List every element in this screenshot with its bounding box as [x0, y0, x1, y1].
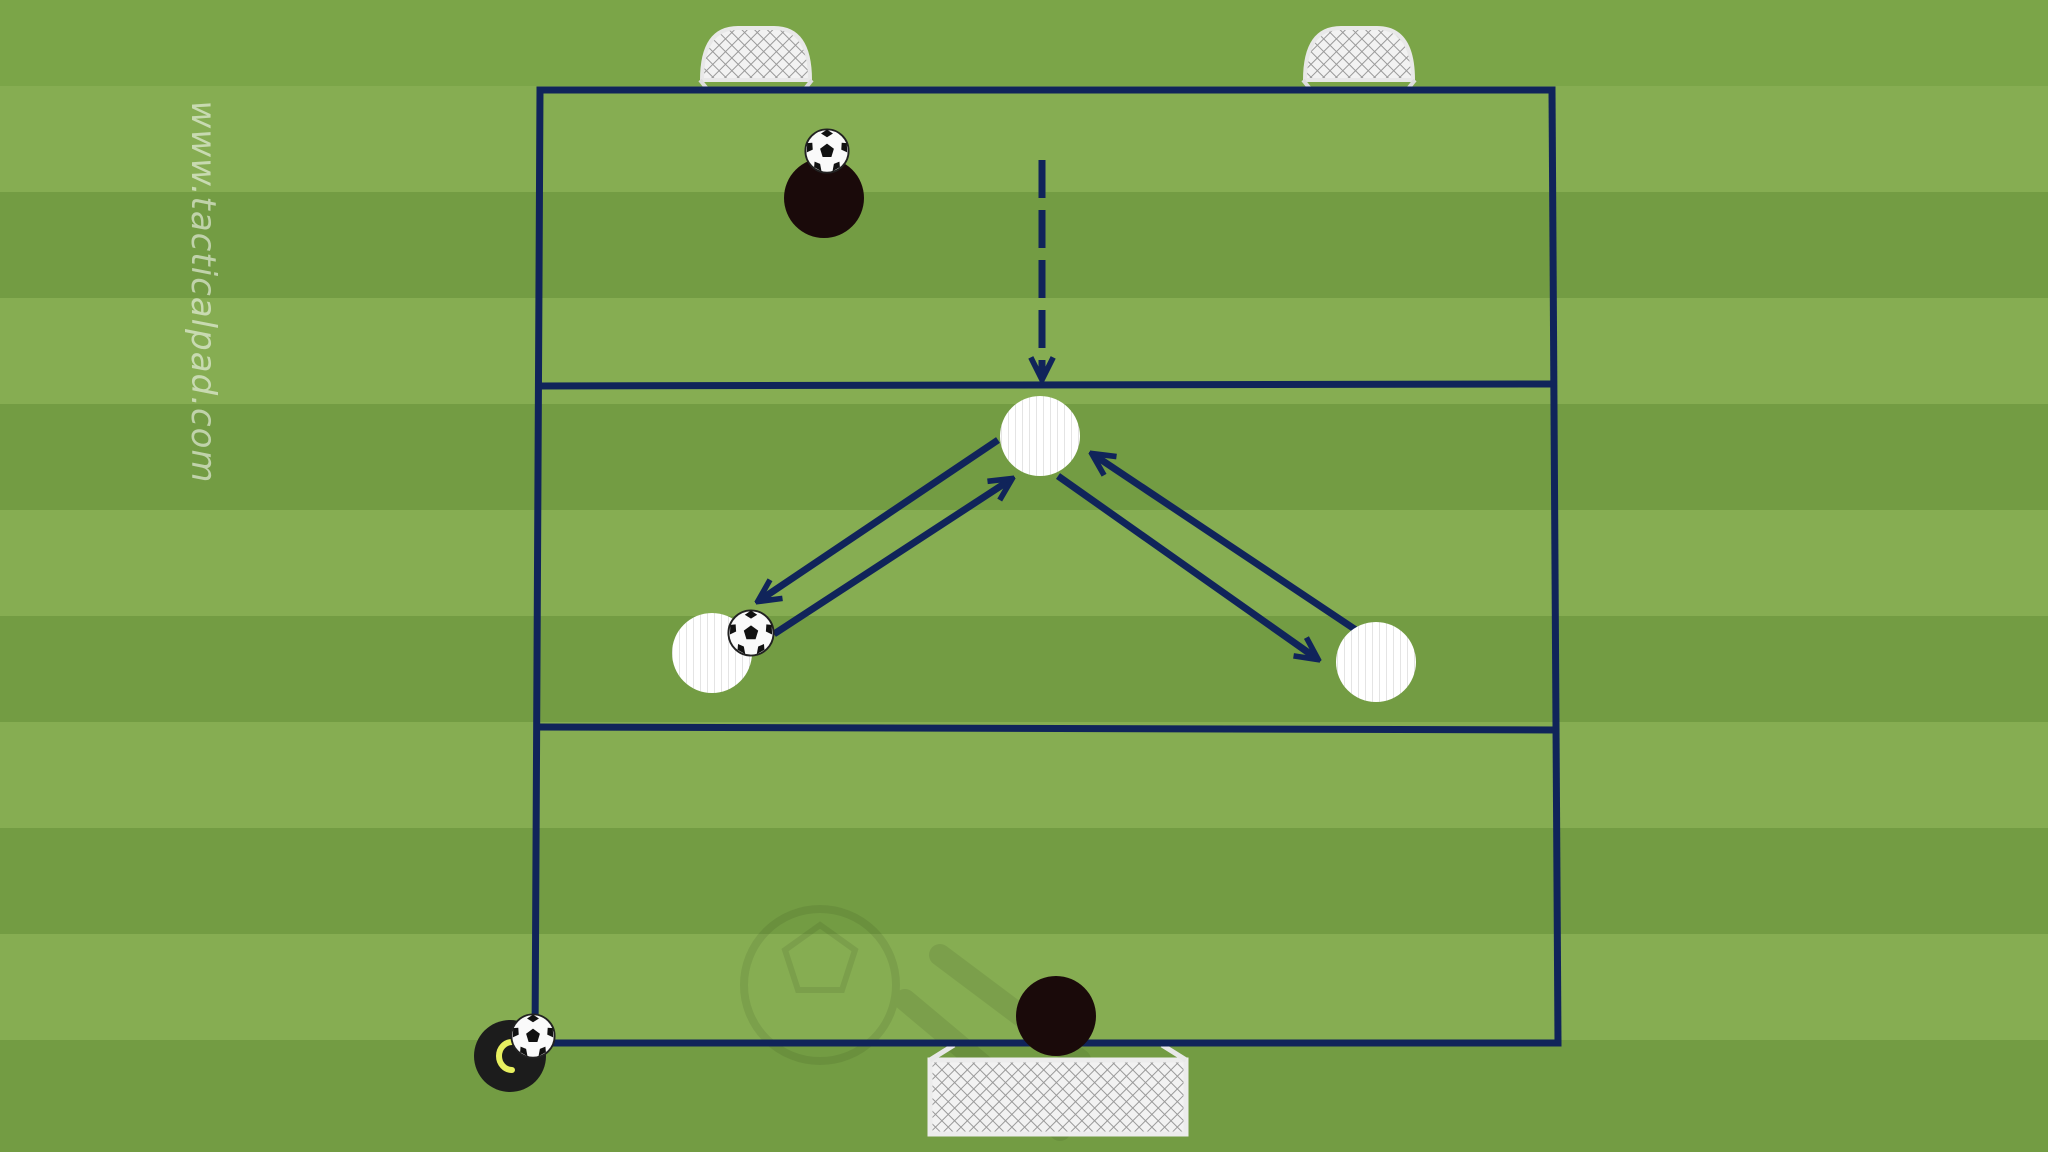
main-goal — [927, 1042, 1189, 1137]
mini-goal-right — [1301, 26, 1417, 92]
player-black-goalkeeper — [1016, 976, 1096, 1056]
ball-icon — [510, 1013, 556, 1059]
movement-arrows — [760, 160, 1358, 658]
zone-line-lower — [534, 723, 1559, 734]
player-white-right — [1336, 622, 1416, 702]
right-boundary — [1548, 86, 1562, 1047]
player-white-left — [672, 609, 775, 693]
player-white-center — [1000, 396, 1080, 476]
ball-icon — [804, 128, 850, 174]
pass-arrow-center-to-right — [1055, 473, 1316, 658]
coach-marker — [474, 1013, 556, 1092]
pass-arrow-center-to-left — [760, 437, 1000, 600]
zone-line-upper — [536, 380, 1556, 390]
pass-arrow-right-to-center — [1094, 455, 1358, 633]
ball-icon — [727, 609, 775, 657]
watermark-text: www.tacticalpad.com — [183, 100, 223, 484]
mini-goal-left — [698, 26, 814, 92]
left-boundary — [531, 86, 544, 1047]
pass-arrow-left-to-center — [772, 480, 1010, 637]
player-black-attacker — [784, 128, 864, 238]
